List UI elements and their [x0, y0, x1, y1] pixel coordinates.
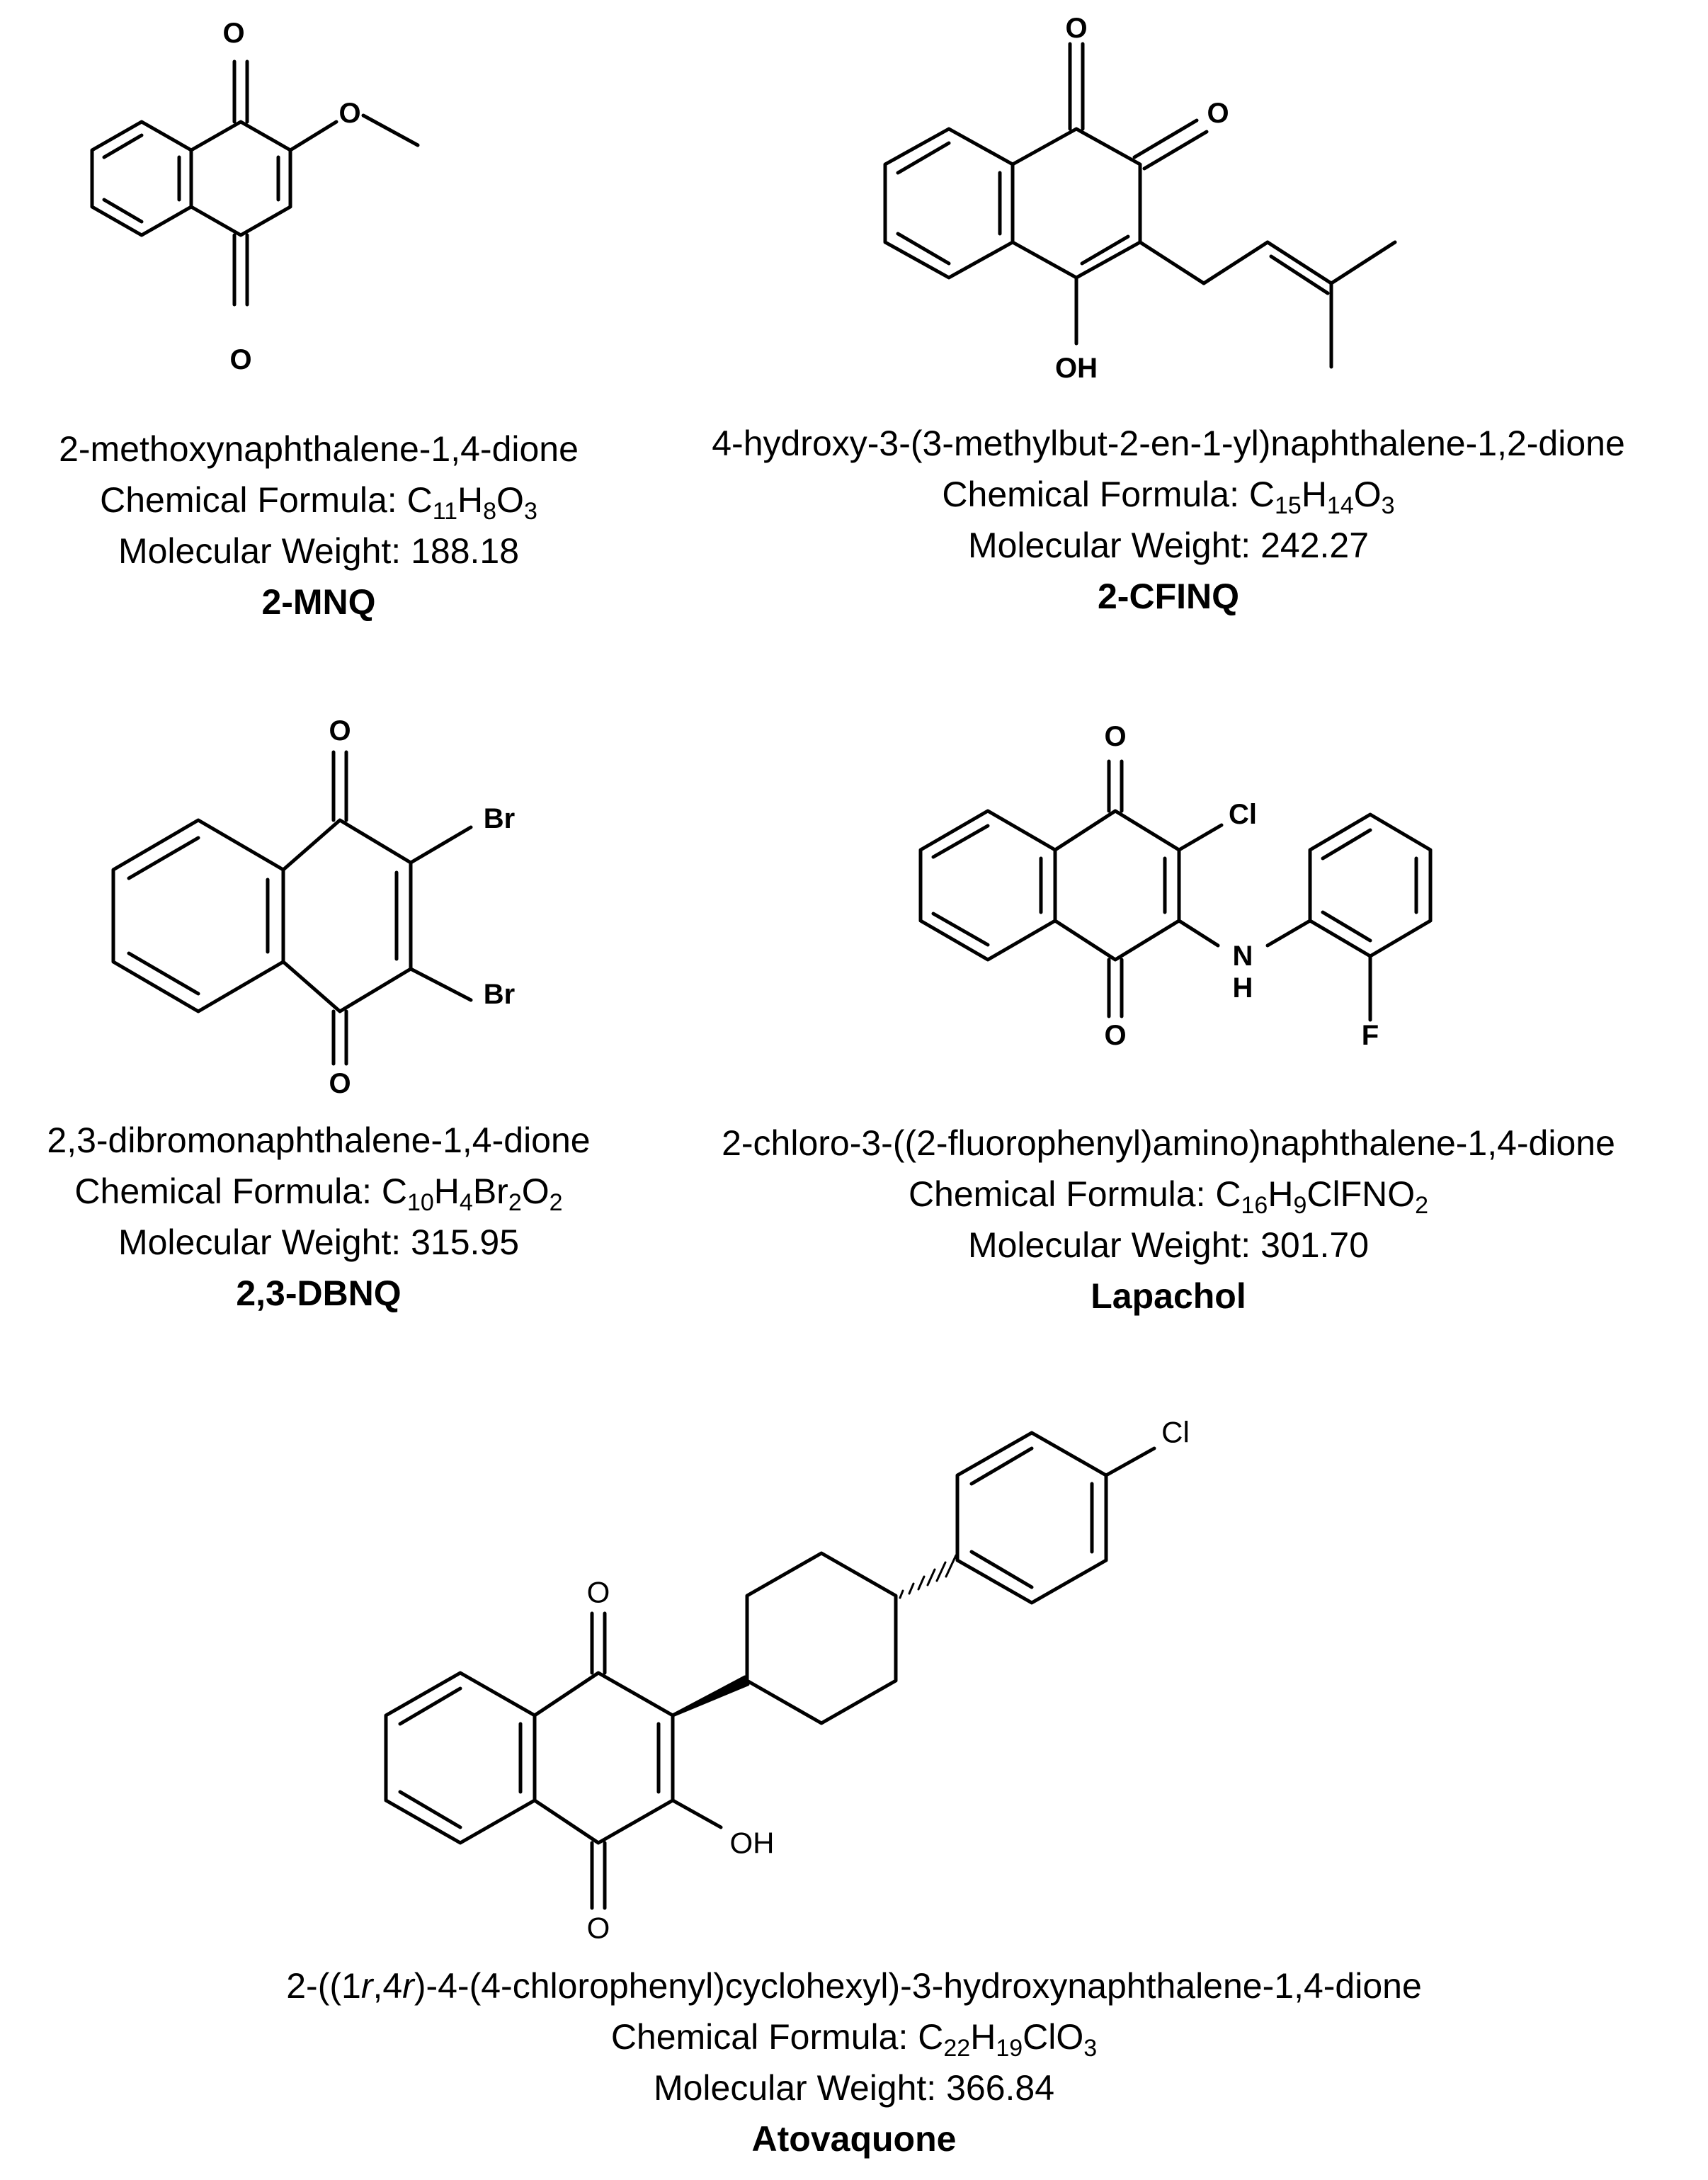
atom-o-side: O	[1207, 98, 1229, 129]
chemical-formula: Chemical Formula: C16H9ClFNO2	[908, 1174, 1429, 1219]
atom-cl: Cl	[1229, 799, 1257, 830]
atom-o-bottom: O	[1104, 1020, 1126, 1051]
compound-code: Atovaquone	[751, 2119, 957, 2159]
atom-o-top: O	[587, 1576, 610, 1609]
chemical-formula: Chemical Formula: C15H14O3	[942, 475, 1395, 519]
chemical-formula: Chemical Formula: C11H8O3	[100, 480, 537, 525]
structure-atovaquone: O O OH Cl	[384, 1416, 1190, 1945]
caption-2-mnq: 2-methoxynaphthalene-1,4-dione Chemical …	[7, 424, 630, 628]
atom-o-methoxy: O	[338, 98, 360, 129]
structure-2-mnq: O O O	[90, 18, 420, 375]
atom-oh: OH	[730, 1827, 775, 1860]
chemical-formula: Chemical Formula: C10H4Br2O2	[74, 1171, 563, 1216]
atom-f: F	[1362, 1020, 1379, 1051]
caption-2-3-dbnq: 2,3-dibromonaphthalene-1,4-dione Chemica…	[0, 1115, 637, 1319]
molecular-weight: Molecular Weight: 188.18	[118, 531, 520, 571]
compound-code: 2,3-DBNQ	[236, 1273, 402, 1313]
atom-cl: Cl	[1161, 1416, 1190, 1449]
compound-name: 2,3-dibromonaphthalene-1,4-dione	[47, 1120, 591, 1160]
molecular-weight: Molecular Weight: 301.70	[967, 1225, 1370, 1265]
atom-h: H	[1233, 972, 1253, 1004]
structure-2-cfinq: O O OH	[883, 13, 1397, 384]
atom-o-bottom: O	[587, 1912, 610, 1945]
molecular-weight: Molecular Weight: 366.84	[653, 2068, 1055, 2108]
structure-lapachol: O O Cl N H F	[918, 721, 1433, 1051]
atom-oh: OH	[1055, 353, 1098, 384]
molecular-weight: Molecular Weight: 315.95	[118, 1222, 520, 1262]
compound-code: Lapachol	[1091, 1276, 1246, 1316]
caption-atovaquone: 2-((1r,4r)-4-(4-chlorophenyl)cyclohexyl)…	[0, 1960, 1708, 2164]
chemical-formula: Chemical Formula: C22H19ClO3	[610, 2017, 1098, 2062]
atom-o-bottom: O	[329, 1068, 351, 1099]
atom-o-top: O	[222, 18, 244, 49]
compound-code: 2-CFINQ	[1098, 577, 1239, 616]
atom-o-top: O	[1104, 721, 1126, 752]
atom-o-bottom: O	[229, 344, 251, 375]
formula-text: C15H14O3	[1248, 475, 1395, 519]
caption-2-cfinq: 4-hydroxy-3-(3-methylbut-2-en-1-yl)napht…	[637, 418, 1700, 622]
atom-o-top: O	[1065, 13, 1087, 44]
compound-code: 2-MNQ	[261, 582, 376, 622]
compound-name: 4-hydroxy-3-(3-methylbut-2-en-1-yl)napht…	[712, 424, 1625, 463]
formula-text: C16H9ClFNO2	[1215, 1174, 1429, 1219]
compound-name: 2-methoxynaphthalene-1,4-dione	[59, 429, 579, 469]
formula-text: C22H19ClO3	[918, 2017, 1098, 2062]
formula-text: C11H8O3	[406, 480, 537, 525]
compound-name: 2-chloro-3-((2-fluorophenyl)amino)naphth…	[722, 1123, 1615, 1163]
atom-n: N	[1233, 941, 1253, 972]
molecular-weight: Molecular Weight: 242.27	[967, 526, 1370, 565]
atom-br-top: Br	[484, 803, 515, 834]
atom-br-bottom: Br	[484, 979, 515, 1010]
atom-o-top: O	[329, 715, 351, 746]
hashed-wedge	[899, 1554, 957, 1599]
caption-lapachol: 2-chloro-3-((2-fluorophenyl)amino)naphth…	[637, 1118, 1700, 1322]
structure-2-3-dbnq: O O Br Br	[111, 715, 515, 1099]
formula-text: C10H4Br2O2	[381, 1171, 563, 1216]
compound-name: 2-((1r,4r)-4-(4-chlorophenyl)cyclohexyl)…	[286, 1966, 1422, 2006]
